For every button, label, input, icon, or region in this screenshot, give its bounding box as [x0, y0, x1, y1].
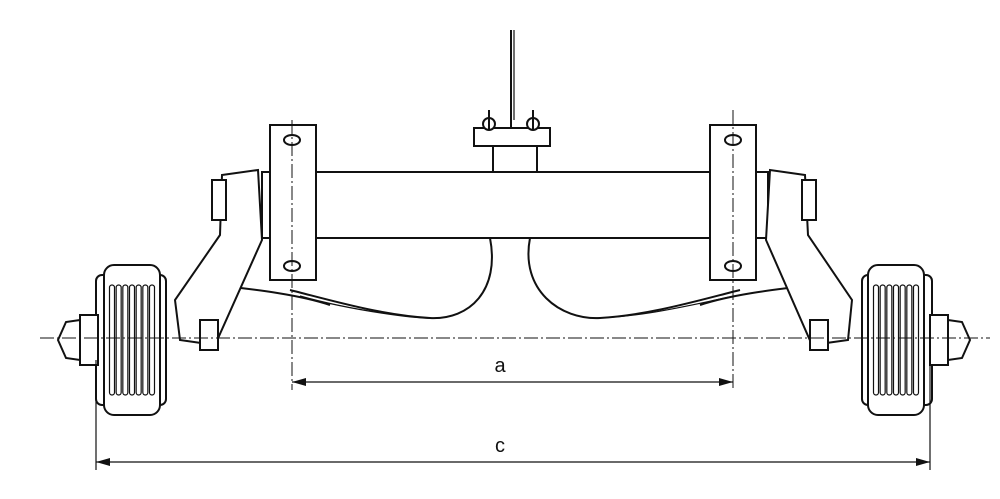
- drum-fin: [115, 284, 122, 396]
- dimension-a: a: [292, 355, 733, 386]
- drum-fin: [899, 284, 906, 396]
- drum-fin: [912, 284, 920, 396]
- dimension-c: c: [96, 435, 930, 466]
- drum-fin: [135, 284, 142, 396]
- drum-fin: [108, 284, 116, 396]
- drum-fin: [122, 284, 129, 396]
- right-brake-drum: [861, 264, 972, 416]
- drum-fin: [886, 284, 893, 396]
- drum-fin: [906, 284, 913, 396]
- left-brake-drum: [56, 264, 167, 416]
- axle-tube: [261, 171, 769, 239]
- torsion-arms: [214, 237, 813, 320]
- drum-fin: [879, 284, 886, 396]
- left-mounting-plate: [269, 124, 317, 281]
- dimension-c-label: c: [495, 435, 505, 457]
- dimension-a-label: a: [494, 355, 506, 377]
- left-swing-arm: [173, 168, 264, 351]
- drum-fin: [148, 284, 156, 396]
- drum-fin: [142, 284, 149, 396]
- right-swing-arm: [764, 168, 854, 351]
- extension-lines: [95, 110, 931, 470]
- drum-fin: [892, 284, 900, 396]
- drum-fin: [872, 284, 880, 396]
- drum-fin: [128, 284, 136, 396]
